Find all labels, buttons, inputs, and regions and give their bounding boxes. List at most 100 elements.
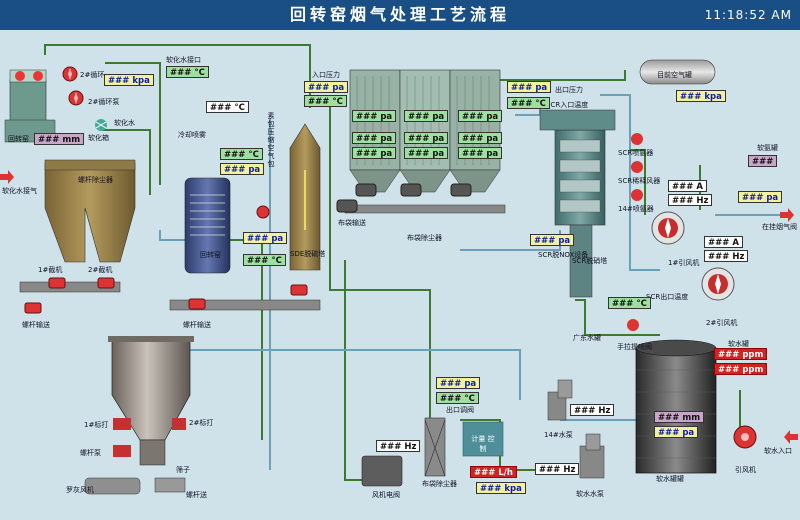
label-pump2-cut: 2#截机	[88, 266, 113, 274]
outlet-valve-pressure-value: ### pa	[436, 377, 481, 389]
sw-pump-freq-value: ### Hz	[535, 463, 580, 475]
label-scr-denitration: SCR脱硝塔	[572, 257, 608, 265]
label-inlet-pressure: 入口压力	[312, 71, 340, 79]
screw-motor-mid-icon[interactable]	[188, 297, 206, 311]
soft-water-inlet-arrow-icon	[0, 170, 14, 184]
label-screw-drive: 螺杆送	[186, 491, 207, 499]
label-cyclone-fan: 罗灰风机	[66, 486, 94, 494]
circulation-pump-2-icon[interactable]	[62, 66, 78, 82]
bag-col-9-value: ### pa	[458, 147, 503, 159]
label-softwater-pump: 软化箱	[88, 134, 109, 142]
bag-col-7-value: ### pa	[352, 147, 397, 159]
label-outlet-pressure: 出口压力	[555, 86, 583, 94]
sw-tank-pressure-value: ### pa	[654, 426, 699, 438]
fan1-freq-value: ### Hz	[668, 194, 713, 206]
label-fan1: 1#引风机	[668, 259, 700, 267]
fan-2-icon[interactable]	[700, 266, 736, 302]
label-scr-valve1: SCR喷氨器	[618, 149, 654, 157]
label-scr-valve3: 14#喷氨器	[618, 205, 654, 213]
label-sw-tank: 软水罐罐	[656, 475, 684, 483]
label-sw-water-pump: 软水水泵	[576, 490, 604, 498]
meter-pressure-value: ### kpa	[476, 482, 526, 494]
label-pump1-cut: 1#截机	[38, 266, 63, 274]
outlet-valve-temp-value: ### °C	[436, 392, 479, 404]
bag-col-5-value: ### pa	[404, 132, 449, 144]
sw-inlet-arrow-icon	[784, 430, 798, 444]
fan2-freq-value: ### Hz	[704, 250, 749, 262]
label-sde-tower: SDE脱硫塔	[290, 250, 326, 258]
fan-motor-freq-value: ### Hz	[376, 440, 421, 452]
water-supply-temp-value: ### °C	[166, 66, 209, 78]
label-screw-dust: 螺杆除尘器	[78, 176, 113, 184]
sw-tank-ppm-2-value: ### ppm	[714, 363, 768, 375]
bag-col-8-value: ### pa	[404, 147, 449, 159]
soft-water-valve-icon[interactable]	[94, 118, 108, 132]
label-chimney: 在挂烟气阀	[762, 223, 797, 231]
label-scr-outlet-temp: SCR出口温度	[646, 293, 689, 301]
header-bar	[0, 0, 800, 30]
bag-col-6-value: ### pa	[458, 132, 503, 144]
sde-pressure-value: ### pa	[243, 232, 288, 244]
label-bag-conveyor: 布袋输送	[338, 219, 366, 227]
label-fan-motor: 风机电阀	[372, 491, 400, 499]
label-softwater-in: 软化水接气	[2, 187, 37, 195]
outlet-pressure-value: ### pa	[507, 81, 552, 93]
label-outlet-valve: 出口调阀	[446, 406, 474, 414]
circulation-pump-ring-icon[interactable]	[68, 90, 84, 106]
pump-1-motor-icon[interactable]	[48, 276, 66, 290]
label-p14-pump: 14#水泵	[544, 431, 573, 439]
meter-flow-value: ### L/h	[470, 466, 517, 478]
pump-2-motor-icon[interactable]	[97, 276, 115, 290]
bag-col-3-value: ### pa	[458, 110, 503, 122]
label-fan2: 2#引风机	[706, 319, 738, 327]
fan1-current-value: ### A	[668, 180, 707, 192]
label-rotary-kiln-header: 回转窑	[8, 135, 29, 143]
label-lime-silo-2: 2#标打	[189, 419, 214, 427]
label-air-tank: 目前空气罐	[657, 71, 692, 79]
label-sw-inlet: 软水入口	[764, 447, 792, 455]
label-water-supply: 软化水接口	[166, 56, 201, 64]
label-cold-nozzle: 冷却喷雾	[178, 131, 206, 139]
fan-1-icon[interactable]	[650, 210, 686, 246]
label-v-compressed-air: 素包压缩空气包	[267, 112, 275, 168]
spray-pump-icon[interactable]	[256, 205, 270, 219]
screw-motor-left-icon[interactable]	[24, 301, 42, 315]
kiln-drive-icon[interactable]	[290, 283, 308, 297]
label-draft-fan: 引风机	[735, 466, 756, 474]
clock: 11:18:52 AM	[704, 8, 792, 22]
label-sw-tank-top: 软水罐	[728, 340, 749, 348]
air-tank-pressure-value: ### kpa	[676, 90, 726, 102]
scr-valve-1-icon[interactable]	[630, 132, 644, 146]
label-gd-water: 广东水罐	[573, 334, 601, 342]
inlet-temp-value: ### °C	[304, 95, 347, 107]
bag-col-2-value: ### pa	[404, 110, 449, 122]
fan2-current-value: ### A	[704, 236, 743, 248]
scr-valve-3-icon[interactable]	[630, 188, 644, 202]
chimney-arrow-icon	[780, 208, 794, 222]
scr-valve-2-icon[interactable]	[630, 160, 644, 174]
label-lime-silo-1: 1#标打	[84, 421, 109, 429]
sw-tank-level-value: ### mm	[654, 411, 705, 423]
scr-nox-pressure-value: ### pa	[530, 234, 575, 246]
bag-conveyor-motor-icon[interactable]	[336, 198, 358, 214]
label-scr-inlet-temp: SCR入口温度	[546, 101, 589, 109]
bag-motor-3-icon[interactable]	[450, 182, 472, 198]
page-title: 回转窑烟气处理工艺流程	[289, 5, 510, 24]
label-hand-valve: 手拉提喷阀	[617, 343, 652, 351]
sde-temp-value: ### °C	[243, 254, 286, 266]
ammonia-tank-value: ###	[748, 155, 778, 167]
bag-motor-2-icon[interactable]	[400, 182, 422, 198]
label-scr-nox: SCR脱NOX设备	[538, 251, 589, 259]
label-scr-valve2: SCR稀释风器	[618, 177, 661, 185]
draft-fan-icon[interactable]	[733, 425, 757, 449]
bag-motor-1-icon[interactable]	[355, 182, 377, 198]
chimney-pressure-value: ### pa	[738, 191, 783, 203]
bag-col-1-value: ### pa	[352, 110, 397, 122]
label-lime-silo-dust: 筛子	[176, 466, 190, 474]
label-pump2-circ-ring: 2#循环泵	[88, 98, 120, 106]
kiln-temp-value: ### °C	[220, 148, 263, 160]
scr-inlet-temp-value: ### °C	[507, 97, 550, 109]
hand-valve-icon[interactable]	[626, 318, 640, 332]
label-pump2-circ: 2#循环	[80, 71, 105, 79]
bag-col-4-value: ### pa	[352, 132, 397, 144]
